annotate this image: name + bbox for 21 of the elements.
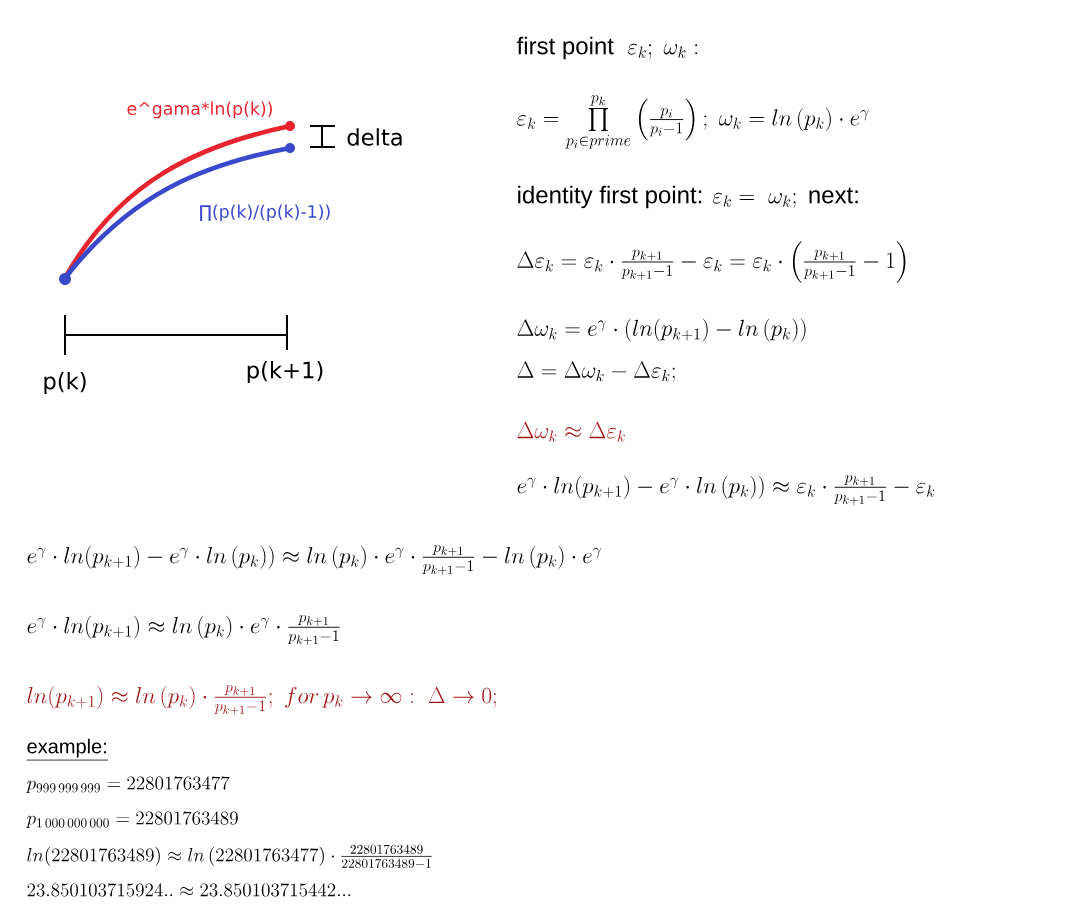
curve-label: ∏(p(k)/(p(k)-1))	[200, 204, 330, 222]
text-line: $\text{first point }\ \varepsilon_k;\ \omega_k:$	[516, 36, 698, 60]
delta-label: delta	[347, 128, 402, 146]
axis-label: p(k+1)	[247, 361, 323, 383]
formula: $\varepsilon_k = \prod\limits_{p_i\in prime}^{p_k}\left(\frac{p_i}{p_i-1}\right);\ \omega_k = ln\,(p_k)\cdot e^{\gamma}$	[517, 95, 869, 149]
formula: $\Delta = \Delta\omega_k - \Delta\varepsilon_k;$	[517, 361, 675, 383]
formula: $\Delta\omega_k = e^{\gamma}\cdot(ln(p_{k+1}) - ln\,(p_k))$	[517, 318, 806, 342]
formula: $ln(p_{k+1}) \approx ln\,(p_k)\cdot\frac{p_{k+1}}{p_{k+1}-1};\ for\, p_k\to\infty:\ \Delta\to 0;$	[27, 684, 496, 715]
formula: $e^{\gamma}\cdot ln(p_{k+1}) - e^{\gamma}\cdot ln\,(p_k)) \approx ln\,(p_k)\cdot e^{\gamma}\cdot\frac{p_{k+1}}{p_{k+1}-1} - ln\,(p_k)\cdot e^{\gamma}$	[27, 544, 602, 575]
text-line: $\text{identity first point: }\varepsilon_k = \ \omega_k;\ \text{next:}$	[518, 185, 858, 209]
formula: $e^{\gamma}\cdot ln(p_{k+1}) - e^{\gamma}\cdot ln\,(p_k)) \approx \varepsilon_k\cdot\frac{p_{k+1}}{p_{k+1}-1} - \varepsilon_k$	[517, 474, 935, 505]
heading: example:	[26, 738, 109, 761]
formula: $23.850103715924.. \approx 23.850103715442...$	[27, 883, 351, 897]
formula: $e^{\gamma}\cdot ln(p_{k+1}) \approx ln\,(p_k)\cdot e^{\gamma}\cdot\frac{p_{k+1}}{p_{k+1}-1}$	[27, 614, 340, 645]
formula: $\Delta\omega_k \approx \Delta\varepsilon_k$	[517, 421, 625, 442]
curve-label: e^gama*ln(p(k))	[127, 101, 272, 119]
formula: $ln(22801763489) \approx ln\,(22801763477)\cdot\frac{22801763489}{22801763489-1}$	[27, 844, 432, 869]
formula: $p_{1\,000\,000\,000} = 22801763489$	[26, 811, 238, 829]
formula: $p_{999\,999\,999} = 22801763477$	[26, 776, 230, 794]
formula: $\Delta\varepsilon_k = \varepsilon_k\cdot\frac{p_{k+1}}{p_{k+1}-1} - \varepsilon_k = \varepsilon_k\cdot\left(\frac{p_{k+1}}{p_{k+1}-1} - 1\right)$	[517, 241, 906, 283]
axis-label: p(k)	[44, 372, 86, 394]
